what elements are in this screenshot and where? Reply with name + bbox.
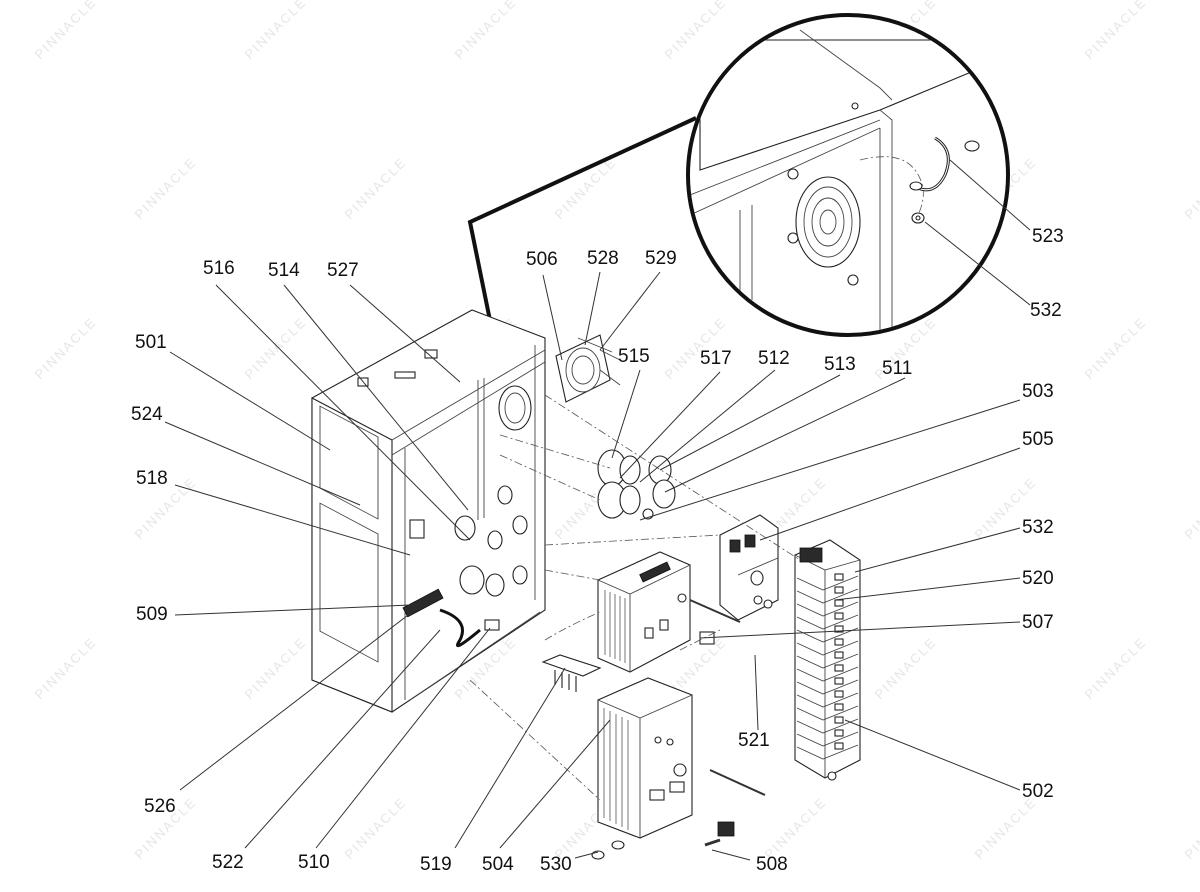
callout-511-leader <box>664 377 906 493</box>
callout-532-terminal: 532 <box>1022 517 1054 538</box>
assembly-lines <box>469 394 801 801</box>
callout-507-leader <box>699 621 1021 639</box>
svg-text:PINNACLE: PINNACLE <box>1082 634 1150 702</box>
callout-526: 526 <box>144 796 176 817</box>
drive-lower <box>591 677 766 860</box>
callout-518-leader <box>174 484 411 556</box>
svg-text:PINNACLE: PINNACLE <box>452 0 520 62</box>
detail-connector <box>467 116 697 351</box>
callout-510: 510 <box>298 852 330 873</box>
callout-505-leader <box>759 447 1021 541</box>
callout-501-leader <box>169 351 331 451</box>
callout-529-leader <box>599 271 661 351</box>
terminal-rail <box>794 539 861 781</box>
svg-text:PINNACLE: PINNACLE <box>1082 314 1150 382</box>
svg-text:PINNACLE: PINNACLE <box>552 154 620 222</box>
svg-text:PINNACLE: PINNACLE <box>1182 794 1200 862</box>
svg-text:PINNACLE: PINNACLE <box>1082 0 1150 62</box>
callout-522: 522 <box>212 852 244 873</box>
ribbon-connector <box>541 654 602 692</box>
svg-text:PINNACLE: PINNACLE <box>762 794 830 862</box>
drive-upper <box>597 551 741 673</box>
enclosure <box>311 309 546 713</box>
callout-516: 516 <box>203 258 235 279</box>
callout-523-leader <box>949 159 1031 231</box>
callout-515-leader <box>611 369 641 459</box>
leader-lines <box>164 159 1031 861</box>
callout-519-leader <box>454 667 566 849</box>
callout-521: 521 <box>738 730 770 751</box>
callout-528-leader <box>584 271 601 346</box>
svg-text:PINNACLE: PINNACLE <box>342 794 410 862</box>
svg-text:PINNACLE: PINNACLE <box>342 154 410 222</box>
contactor <box>719 514 779 621</box>
callout-501: 501 <box>135 332 167 353</box>
callout-503: 503 <box>1022 381 1054 402</box>
callout-506: 506 <box>526 249 558 270</box>
svg-text:PINNACLE: PINNACLE <box>662 0 730 62</box>
callout-516-leader <box>215 284 471 541</box>
callout-515: 515 <box>618 346 650 367</box>
svg-text:PINNACLE: PINNACLE <box>1182 154 1200 222</box>
callout-520: 520 <box>1022 568 1054 589</box>
callout-510-leader <box>315 627 491 849</box>
callout-532-detail: 532 <box>1030 300 1062 321</box>
callout-512-leader <box>639 369 776 483</box>
callout-517: 517 <box>700 348 732 369</box>
fan-grille-detail <box>795 176 861 268</box>
svg-text:PINNACLE: PINNACLE <box>32 314 100 382</box>
callout-512: 512 <box>758 348 790 369</box>
callout-521-leader <box>754 654 759 731</box>
svg-text:PINNACLE: PINNACLE <box>242 314 310 382</box>
callout-509-leader <box>174 604 411 616</box>
svg-text:PINNACLE: PINNACLE <box>242 0 310 62</box>
callout-528: 528 <box>587 248 619 269</box>
svg-text:PINNACLE: PINNACLE <box>32 0 100 62</box>
callout-509: 509 <box>136 604 168 625</box>
callout-527-leader <box>349 284 461 383</box>
callout-502-leader <box>844 719 1021 791</box>
svg-text:PINNACLE: PINNACLE <box>242 634 310 702</box>
callout-532-terminal-leader <box>854 527 1021 573</box>
callout-511: 511 <box>882 358 912 379</box>
callout-520-leader <box>834 577 1021 601</box>
callout-504: 504 <box>482 854 514 875</box>
callout-519: 519 <box>420 854 452 875</box>
callout-513: 513 <box>824 354 856 375</box>
svg-text:PINNACLE: PINNACLE <box>32 634 100 702</box>
callout-522-leader <box>244 629 441 849</box>
callout-507: 507 <box>1022 612 1054 633</box>
callout-514: 514 <box>268 260 300 281</box>
callout-524-leader <box>164 421 361 506</box>
callout-529: 529 <box>645 248 677 269</box>
svg-text:PINNACLE: PINNACLE <box>872 634 940 702</box>
callout-524: 524 <box>131 404 163 425</box>
callout-508-leader <box>711 849 751 861</box>
callout-508: 508 <box>756 854 788 875</box>
callout-503-leader <box>639 399 1021 521</box>
svg-text:PINNACLE: PINNACLE <box>1182 474 1200 542</box>
callout-514-leader <box>283 284 469 511</box>
callout-530-leader <box>574 851 599 859</box>
callout-527: 527 <box>327 260 359 281</box>
callout-517-leader <box>619 371 721 479</box>
callout-526-leader <box>179 611 413 791</box>
callout-530: 530 <box>540 854 572 875</box>
callout-504-leader <box>499 719 611 849</box>
callout-513-leader <box>659 374 841 471</box>
svg-text:PINNACLE: PINNACLE <box>132 154 200 222</box>
callout-506-leader <box>542 274 563 361</box>
callout-532-detail-leader <box>924 221 1031 306</box>
callout-502: 502 <box>1022 781 1054 802</box>
detail-view <box>686 13 1010 337</box>
callout-523: 523 <box>1032 226 1064 247</box>
callout-505: 505 <box>1022 429 1054 450</box>
svg-text:PINNACLE: PINNACLE <box>972 794 1040 862</box>
fan-assembly <box>555 334 621 403</box>
callout-labels: 501 502 503 504 505 506 507 508 509 510 511 512 513 5… <box>131 226 1064 875</box>
callout-518: 518 <box>136 468 168 489</box>
